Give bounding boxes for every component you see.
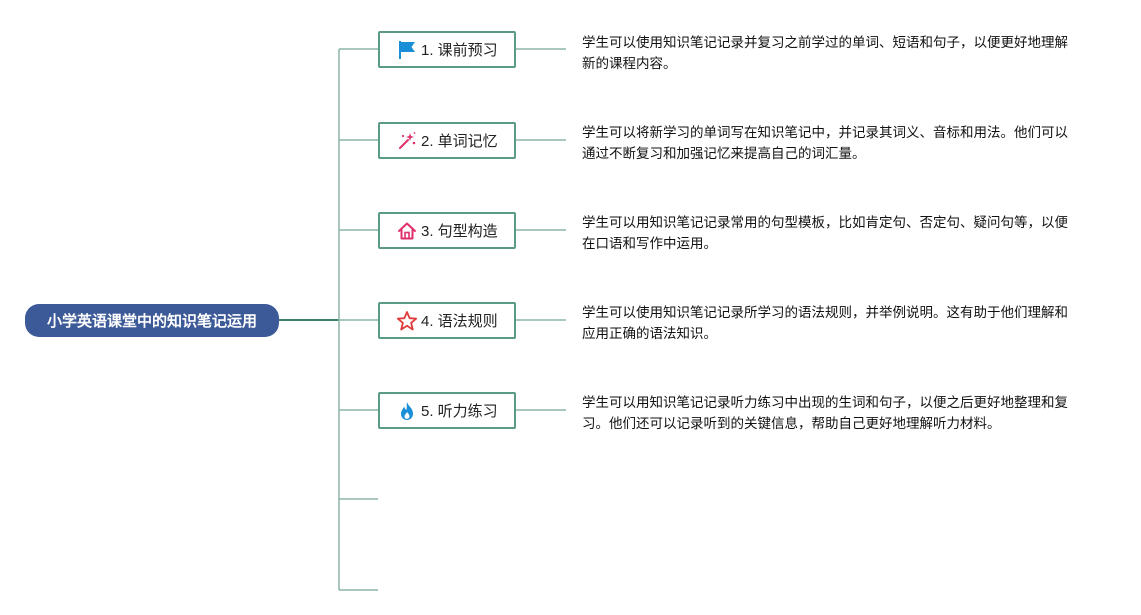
magic-wand-icon <box>396 130 418 152</box>
topic-label-4: 4. 语法规则 <box>421 313 498 330</box>
topic-node-4[interactable]: 4. 语法规则 <box>378 302 516 339</box>
topic-label-1: 1. 课前预习 <box>421 42 498 59</box>
note-text-3: 学生可以用知识笔记记录常用的句型模板，比如肯定句、否定句、疑问句等，以便在口语和… <box>582 215 1068 251</box>
note-text-1: 学生可以使用知识笔记记录并复习之前学过的单词、短语和句子，以便更好地理解新的课程… <box>582 35 1068 71</box>
topic-node-3[interactable]: 3. 句型构造 <box>378 212 516 249</box>
topic-node-2[interactable]: 2. 单词记忆 <box>378 122 516 159</box>
topic-node-5[interactable]: 5. 听力练习 <box>378 392 516 429</box>
root-topic-label: 小学英语课堂中的知识笔记运用 <box>46 313 257 330</box>
topic-node-1[interactable]: 1. 课前预习 <box>378 31 516 68</box>
topic-label-3: 3. 句型构造 <box>421 223 498 240</box>
star-icon <box>396 310 418 332</box>
root-topic[interactable]: 小学英语课堂中的知识笔记运用 <box>25 304 279 337</box>
house-icon <box>396 220 418 242</box>
topic-label-5: 5. 听力练习 <box>421 403 498 420</box>
topic-label-2: 2. 单词记忆 <box>421 133 498 150</box>
note-text-4: 学生可以使用知识笔记记录所学习的语法规则，并举例说明。这有助于他们理解和应用正确… <box>582 305 1068 341</box>
flame-icon <box>396 400 418 422</box>
note-text-2: 学生可以将新学习的单词写在知识笔记中，并记录其词义、音标和用法。他们可以通过不断… <box>582 125 1068 161</box>
note-text-5: 学生可以用知识笔记记录听力练习中出现的生词和句子，以便之后更好地整理和复习。他们… <box>582 395 1068 431</box>
flag-icon <box>396 39 418 61</box>
